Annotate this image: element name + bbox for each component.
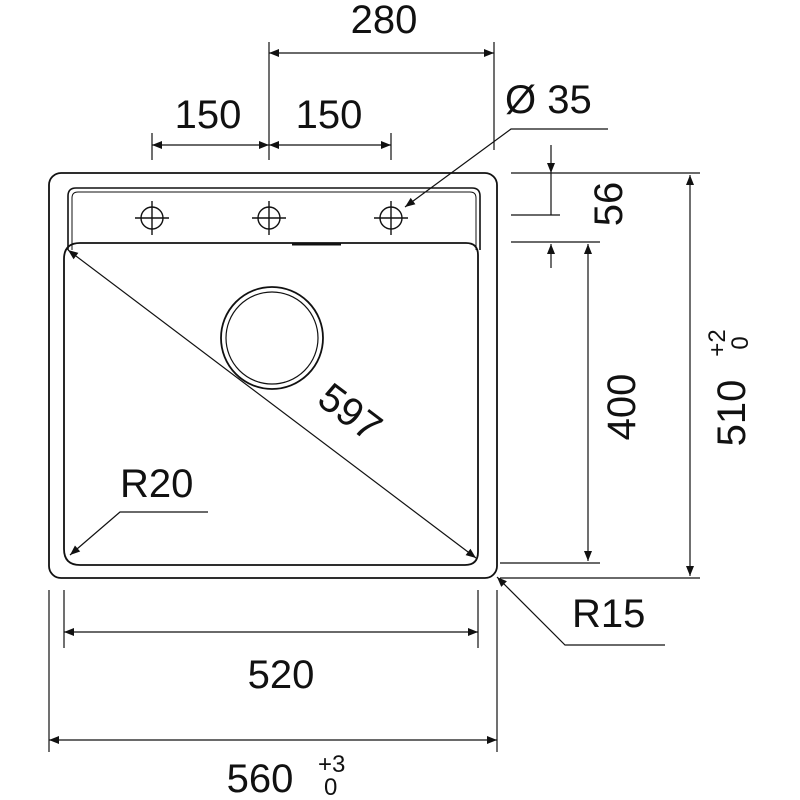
outer-rim [48, 172, 498, 579]
dim-597-label: 597 [310, 375, 390, 450]
dim-150-right-label: 150 [296, 93, 363, 137]
r20-label: R20 [120, 462, 193, 506]
sink-outline [48, 172, 498, 579]
dim-56-label: 56 [587, 182, 631, 227]
tap-hole-center [252, 201, 286, 235]
bowl [63, 242, 479, 566]
hole-diameter-leader [404, 128, 608, 208]
tap-ledge [67, 187, 481, 250]
dim-520-label: 520 [248, 653, 315, 697]
drain [220, 286, 324, 390]
dim-150-left-label: 150 [175, 93, 242, 137]
dim-597-line [67, 249, 477, 559]
dim-510-tol-upper: +2 [704, 329, 731, 356]
dimension-labels: 280 150 150 Ø 35 56 400 510 +2 0 597 R20… [120, 0, 754, 800]
dim-280-label: 280 [351, 0, 418, 42]
dim-510-label: 510 [710, 380, 754, 447]
dim-510-tol-lower: 0 [727, 336, 754, 349]
dim-560-tol-upper: +3 [318, 751, 345, 778]
r20-leader [69, 511, 208, 556]
dim-400-label: 400 [600, 374, 644, 441]
dim-560-label: 560 [227, 757, 294, 800]
r15-leader [496, 576, 665, 646]
tap-hole-right [374, 201, 408, 235]
hole-diameter-label: Ø 35 [505, 78, 592, 122]
dim-560-tol-lower: 0 [324, 774, 337, 800]
dimension-lines [48, 42, 700, 752]
tap-holes [135, 201, 408, 235]
r15-label: R15 [572, 592, 645, 636]
tap-hole-left [135, 201, 169, 235]
